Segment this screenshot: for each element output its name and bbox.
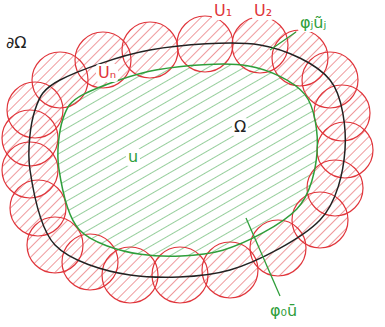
boundary-label: ∂Ω	[4, 34, 29, 52]
leader-line	[270, 32, 296, 50]
leader-line	[246, 218, 280, 296]
cover-circle	[62, 234, 118, 290]
set-label: U₁	[212, 2, 234, 20]
domain-boundary	[29, 43, 345, 277]
function-label: φⱼũⱼ	[298, 14, 328, 32]
function-label: φ₀ū	[268, 302, 299, 320]
set-label: Uₙ	[96, 64, 118, 82]
function-label: u	[126, 148, 140, 166]
inner-region	[58, 64, 317, 256]
inner-hatching	[58, 64, 317, 256]
cover-sets	[2, 16, 373, 303]
domain-label: Ω	[232, 118, 248, 136]
inner-curve	[58, 64, 317, 256]
set-label: U₂	[252, 2, 274, 20]
